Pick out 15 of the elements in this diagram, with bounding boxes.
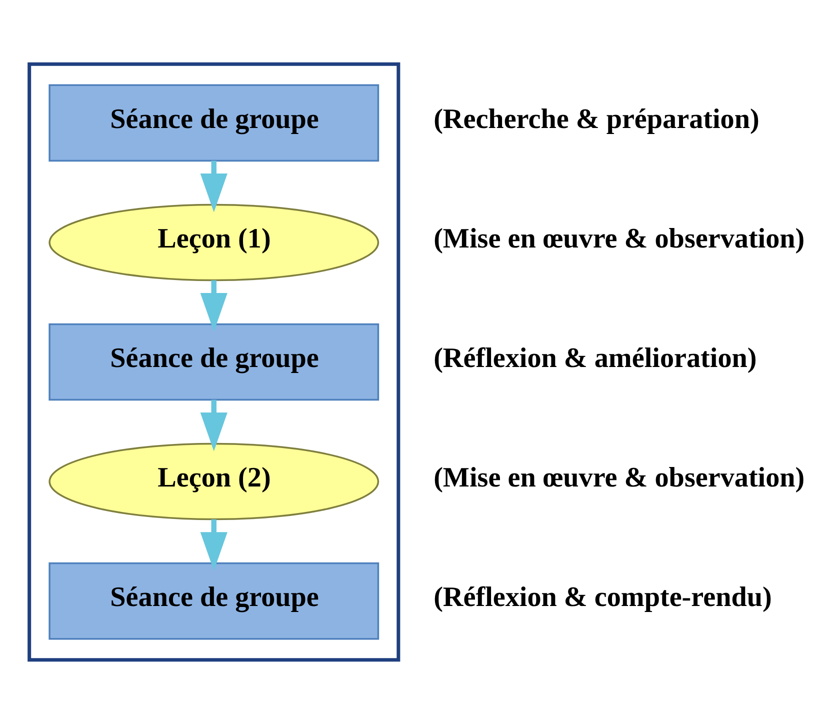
node-box: Séance de groupe bbox=[48, 562, 380, 640]
cluster bbox=[28, 62, 400, 662]
node-label: (Réflexion & compte-rendu) bbox=[434, 582, 772, 613]
arrow bbox=[200, 160, 228, 212]
node-label: (Mise en œuvre & observation) bbox=[434, 223, 805, 254]
node-label: (Recherche & préparation) bbox=[434, 104, 760, 135]
node-ellipse: Leçon (1) bbox=[48, 204, 380, 282]
node-label: (Réflexion & amélioration) bbox=[434, 342, 757, 374]
node-ellipse: Leçon (2) bbox=[48, 442, 380, 520]
arrow bbox=[200, 280, 228, 332]
node-box: Séance de groupe bbox=[48, 84, 380, 162]
arrow bbox=[200, 519, 228, 571]
node-box: Séance de groupe bbox=[48, 323, 380, 401]
arrow bbox=[200, 400, 228, 452]
node-label: (Mise en œuvre & observation) bbox=[434, 462, 805, 494]
